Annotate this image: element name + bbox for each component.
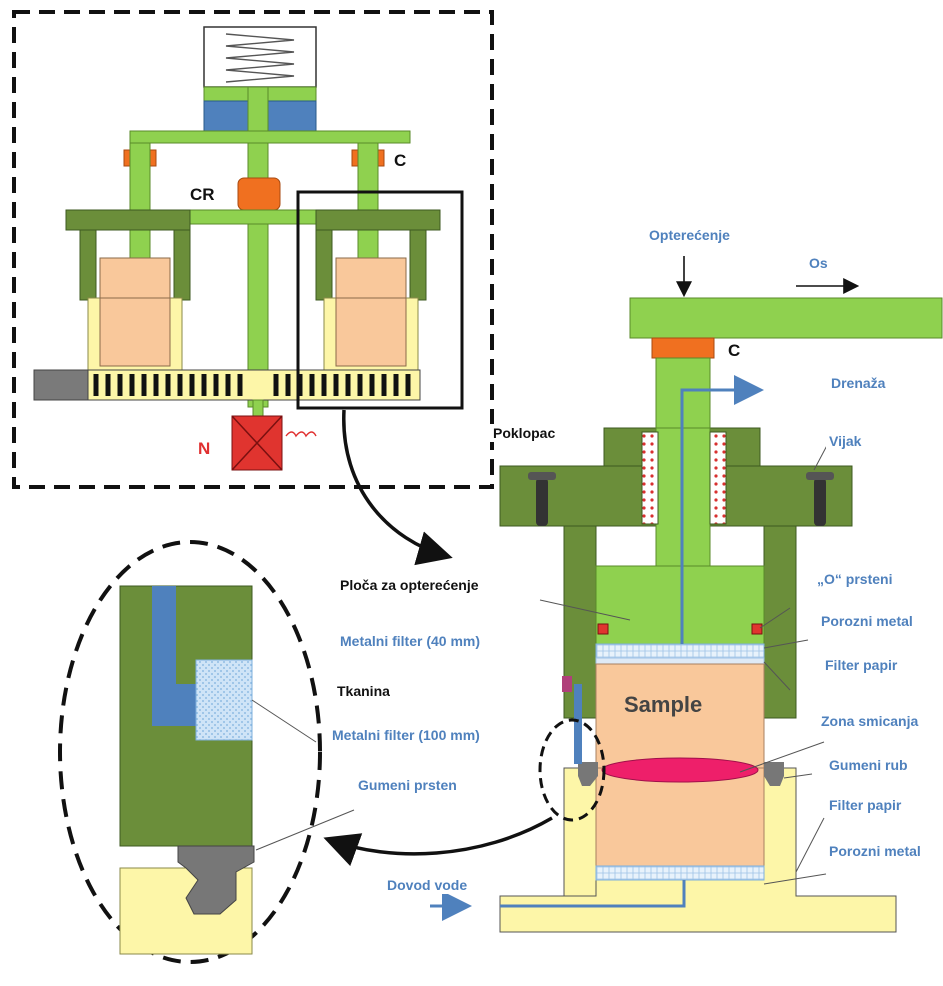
o-ring-left [597,623,609,635]
dovod-vode-label: Dovod vode [384,876,471,894]
porozni-metal-label-2: Porozni metal [826,842,924,860]
n-label: N [198,439,211,458]
drainage-line [680,375,764,644]
sample [595,663,765,769]
motor-rotation-icon [285,431,317,438]
os-label: Os [806,254,831,272]
filter-papir-label-2: Filter papir [826,796,905,814]
c-label-top: C [394,151,407,170]
vijak-label: Vijak [826,432,865,450]
detail-arrow-icon [323,816,553,867]
rack-handle [33,369,89,401]
drenaza-label: Drenaža [828,374,889,392]
cr-block [237,177,281,211]
gumeni-rub-label: Gumeni rub [826,756,911,774]
gumeni-prsten-label: Gumeni prsten [352,774,463,796]
rubber-ring-detail [177,845,255,915]
rubber-edge-left [578,762,598,786]
bearing-left [641,431,659,525]
metalni-filter-40-label: Metalni filter (40 mm) [334,630,487,652]
detail-circle [538,718,606,822]
sample-label: Sample [624,692,703,717]
screw-right [814,478,826,526]
seal-detail [58,540,355,964]
opterecenje-label: Opterećenje [646,226,733,244]
o-prsteni-label: „O“ prsteni [814,570,896,588]
zoom-arrow-icon [342,409,453,566]
spring-box [203,26,317,88]
zona-smicanja-label: Zona smicanja [818,712,922,730]
cr-label: CR [190,185,215,204]
filter-papir-label-1: Filter papir [822,656,901,674]
c-label-right: C [728,341,741,360]
overview-schematic [12,10,494,489]
poklopac-label: Poklopac [490,424,559,442]
rubber-edge-right [764,762,784,786]
shear-box-detail [430,256,943,933]
bearing-right [709,431,727,525]
zoom-frame [296,190,464,410]
porozni-metal-label-1: Porozni metal [818,612,916,630]
shear-zone [601,757,759,783]
ploca-label: Ploča za opterećenje [334,574,485,596]
screw-left [536,478,548,526]
metalni-filter-100-label: Metalni filter (100 mm) [326,724,486,746]
metal-filter-detail [195,659,253,741]
spring-icon [225,33,295,83]
o-ring-right [751,623,763,635]
tkanina-label: Tkanina [334,682,393,700]
